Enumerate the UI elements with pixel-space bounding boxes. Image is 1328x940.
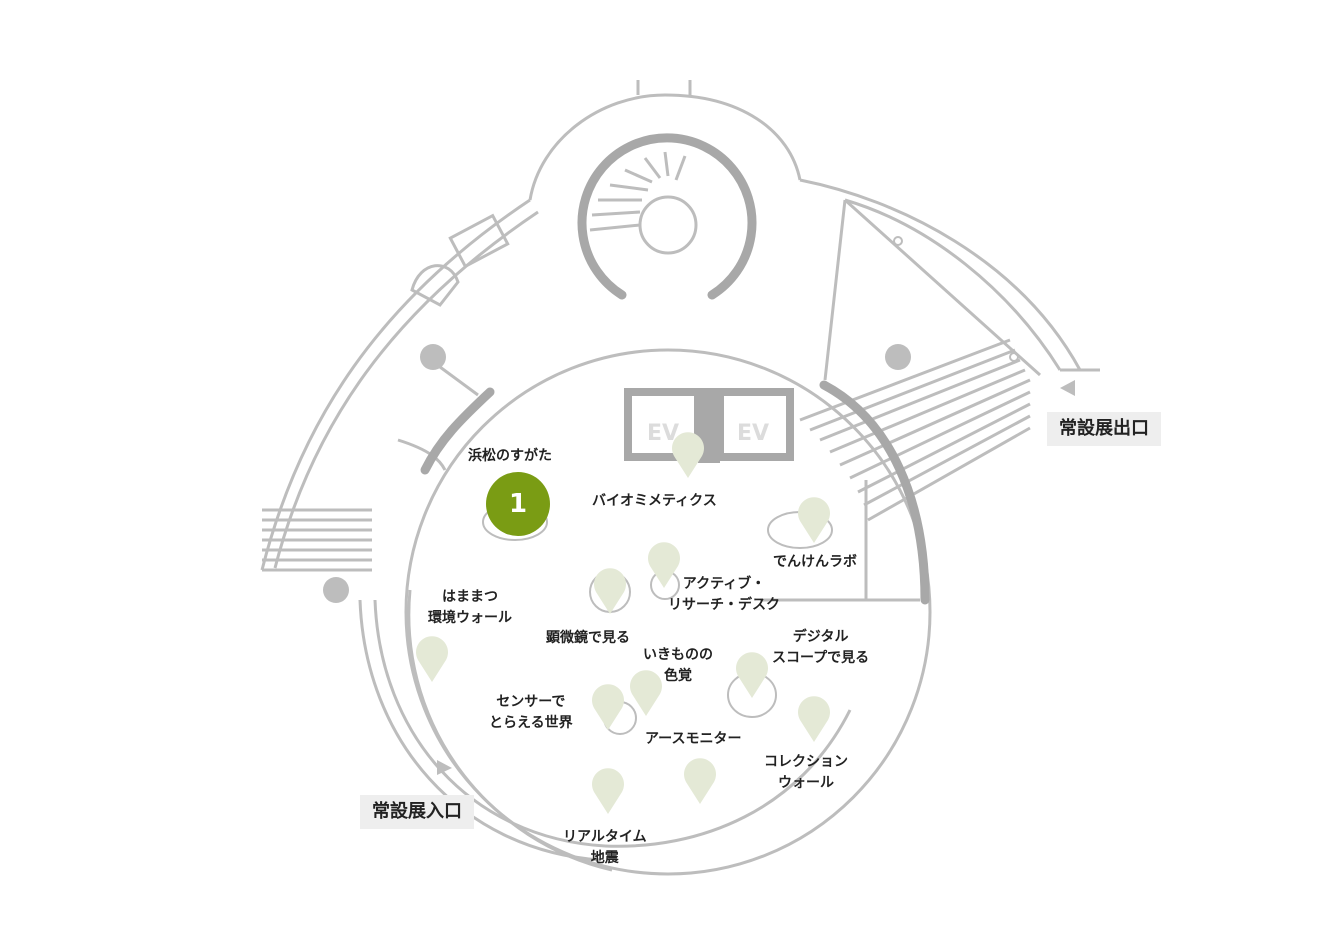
label-line: アースモニター [645,731,742,747]
label-line: 顕微鏡で見る [546,630,630,646]
marker-earth-monitor[interactable] [682,756,718,806]
marker-collection-wall[interactable] [796,694,832,744]
label-line: 環境ウォール [428,610,512,626]
label-microscope: 顕微鏡で見る [546,628,630,649]
label-line: コレクション [764,754,848,770]
marker-biomimetics[interactable] [670,430,706,480]
elevators: EV EV [624,388,794,463]
label-line: いきものの [643,647,713,663]
label-line: センサーで [496,694,566,710]
label-line: デジタル [792,629,849,645]
label-realtime-quake: リアルタイム地震 [563,827,647,869]
label-line: バイオミメティクス [592,493,717,509]
thick-walls [420,133,930,605]
marker-creature-color[interactable] [628,668,664,718]
marker-denken-lab[interactable] [796,495,832,545]
label-line: はままつ [442,589,498,605]
marker-realtime-quake[interactable] [590,766,626,816]
label-line: アクティブ・ [682,576,766,592]
label-line: スコープで見る [772,650,870,666]
label-line: とらえる世界 [489,715,573,731]
label-line: リサーチ・デスク [668,597,780,613]
label-sensor-world: センサーでとらえる世界 [489,692,573,734]
label-active-research-desk: アクティブ・リサーチ・デスク [668,574,780,616]
label-line: リアルタイム [563,829,647,845]
label-denken-lab: でんけんラボ [773,552,857,573]
marker-active-research-desk[interactable] [646,540,682,590]
label-line: 地震 [590,850,619,866]
marker-hamamatsu-wall[interactable] [414,634,450,684]
label-line: 色覚 [664,668,692,684]
marker-digital-scope[interactable] [734,650,770,700]
building-walls [260,80,1100,876]
label-creature-color: いきものの色覚 [643,645,713,687]
columns [323,344,911,603]
label-earth-monitor: アースモニター [645,729,741,750]
active-marker[interactable]: 1 [486,472,550,536]
exit-label: 常設展出口 [1047,412,1161,446]
marker-microscope[interactable] [592,566,628,616]
label-hamamatsu-wall: はままつ環境ウォール [428,587,512,629]
label-line: でんけんラボ [773,554,857,570]
label-digital-scope: デジタルスコープで見る [772,627,869,669]
entrance-label: 常設展入口 [360,795,474,829]
label-biomimetics: バイオミメティクス [592,491,717,512]
marker-sensor-world[interactable] [590,682,626,732]
elevator-label-right: EV [737,421,769,446]
label-line: ウォール [778,775,834,791]
active-marker-label: 浜松のすがた [468,448,552,464]
label-collection-wall: コレクションウォール [764,752,848,794]
